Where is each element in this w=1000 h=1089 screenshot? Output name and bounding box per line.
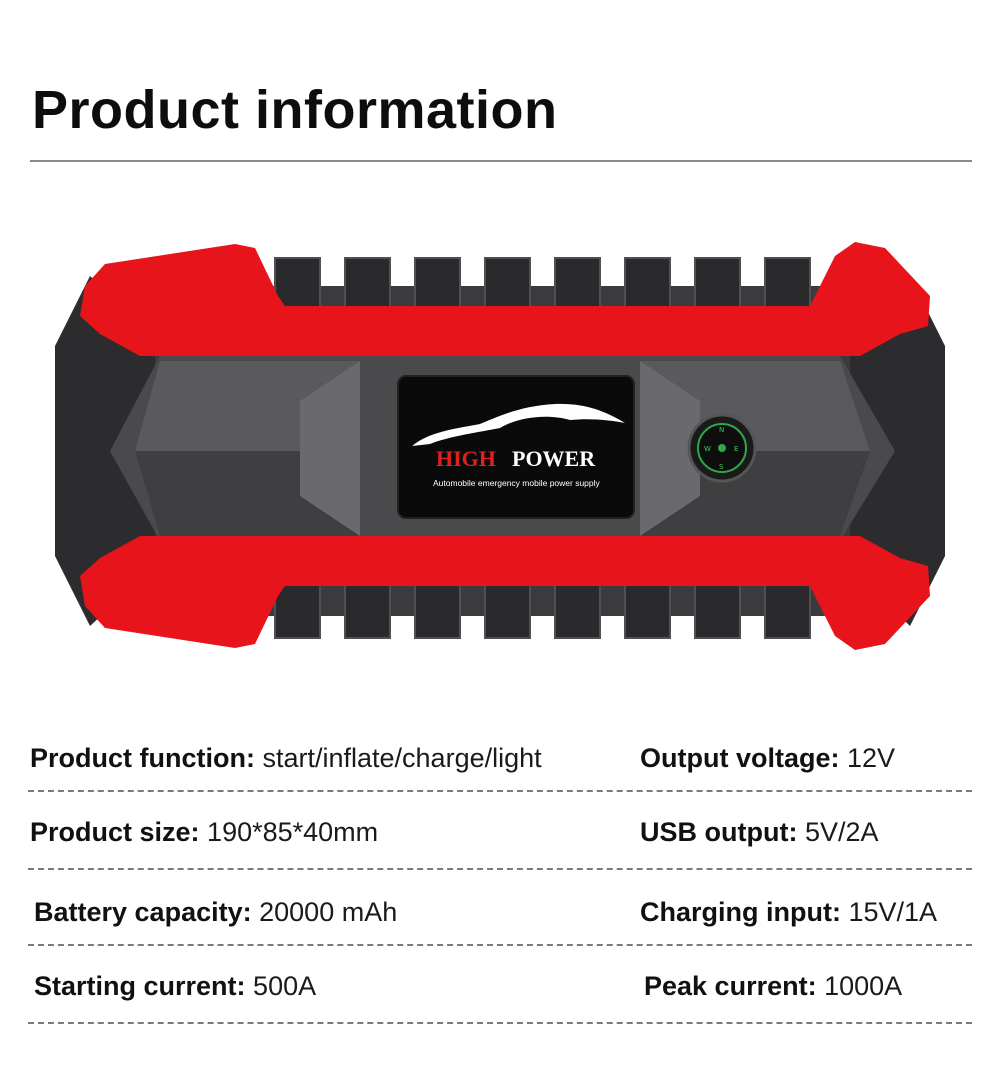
bottom-red-shell — [80, 536, 930, 650]
spec-value: 1000A — [824, 971, 903, 1001]
spec-starting-current: Starting current: 500A — [34, 970, 316, 1002]
spec-label: Product function: — [30, 743, 255, 773]
spec-label: Product size: — [30, 817, 200, 847]
spec-label: Output voltage: — [640, 743, 840, 773]
svg-text:S: S — [719, 463, 724, 471]
compass-icon: N S W E — [687, 413, 757, 483]
spec-row: Battery capacity: 20000 mAh Charging inp… — [28, 870, 972, 946]
spec-row: Starting current: 500A Peak current: 100… — [28, 946, 972, 1024]
spec-battery-capacity: Battery capacity: 20000 mAh — [34, 896, 397, 928]
spec-product-size: Product size: 190*85*40mm — [30, 816, 378, 848]
spec-label: Battery capacity: — [34, 897, 252, 927]
spec-product-function: Product function: start/inflate/charge/l… — [30, 742, 542, 774]
spec-label: Peak current: — [644, 971, 817, 1001]
svg-text:N: N — [719, 426, 724, 434]
spec-value: 5V/2A — [804, 817, 879, 847]
product-image: HIGH POWER Automobile emergency mobile p… — [50, 236, 950, 656]
brand-high: HIGH — [436, 446, 496, 471]
spec-table: Product function: start/inflate/charge/l… — [28, 722, 972, 1024]
top-red-shell — [80, 242, 930, 356]
spec-label: Charging input: — [640, 897, 841, 927]
svg-text:E: E — [734, 445, 738, 453]
spec-output-voltage: Output voltage: 12V — [640, 742, 895, 774]
spec-value: 12V — [847, 743, 896, 773]
spec-value: 15V/1A — [848, 897, 938, 927]
spec-peak-current: Peak current: 1000A — [644, 970, 902, 1002]
left-end-cap — [55, 276, 155, 626]
spec-value: 20000 mAh — [259, 897, 398, 927]
right-end-cap — [850, 276, 945, 626]
spec-charging-input: Charging input: 15V/1A — [640, 896, 937, 928]
brand-tagline: Automobile emergency mobile power supply — [433, 478, 601, 488]
spec-label: Starting current: — [34, 971, 246, 1001]
spec-value: 500A — [253, 971, 317, 1001]
page-title: Product information — [32, 80, 558, 140]
brand-power: POWER — [512, 446, 596, 471]
svg-text:W: W — [704, 445, 711, 453]
spec-label: USB output: — [640, 817, 798, 847]
spec-row: Product function: start/inflate/charge/l… — [28, 722, 972, 792]
spec-usb-output: USB output: 5V/2A — [640, 816, 879, 848]
spec-value: start/inflate/charge/light — [262, 743, 542, 773]
spec-row: Product size: 190*85*40mm USB output: 5V… — [28, 792, 972, 870]
title-divider — [30, 160, 972, 162]
car-silhouette-icon — [412, 403, 625, 446]
spec-value: 190*85*40mm — [207, 817, 379, 847]
